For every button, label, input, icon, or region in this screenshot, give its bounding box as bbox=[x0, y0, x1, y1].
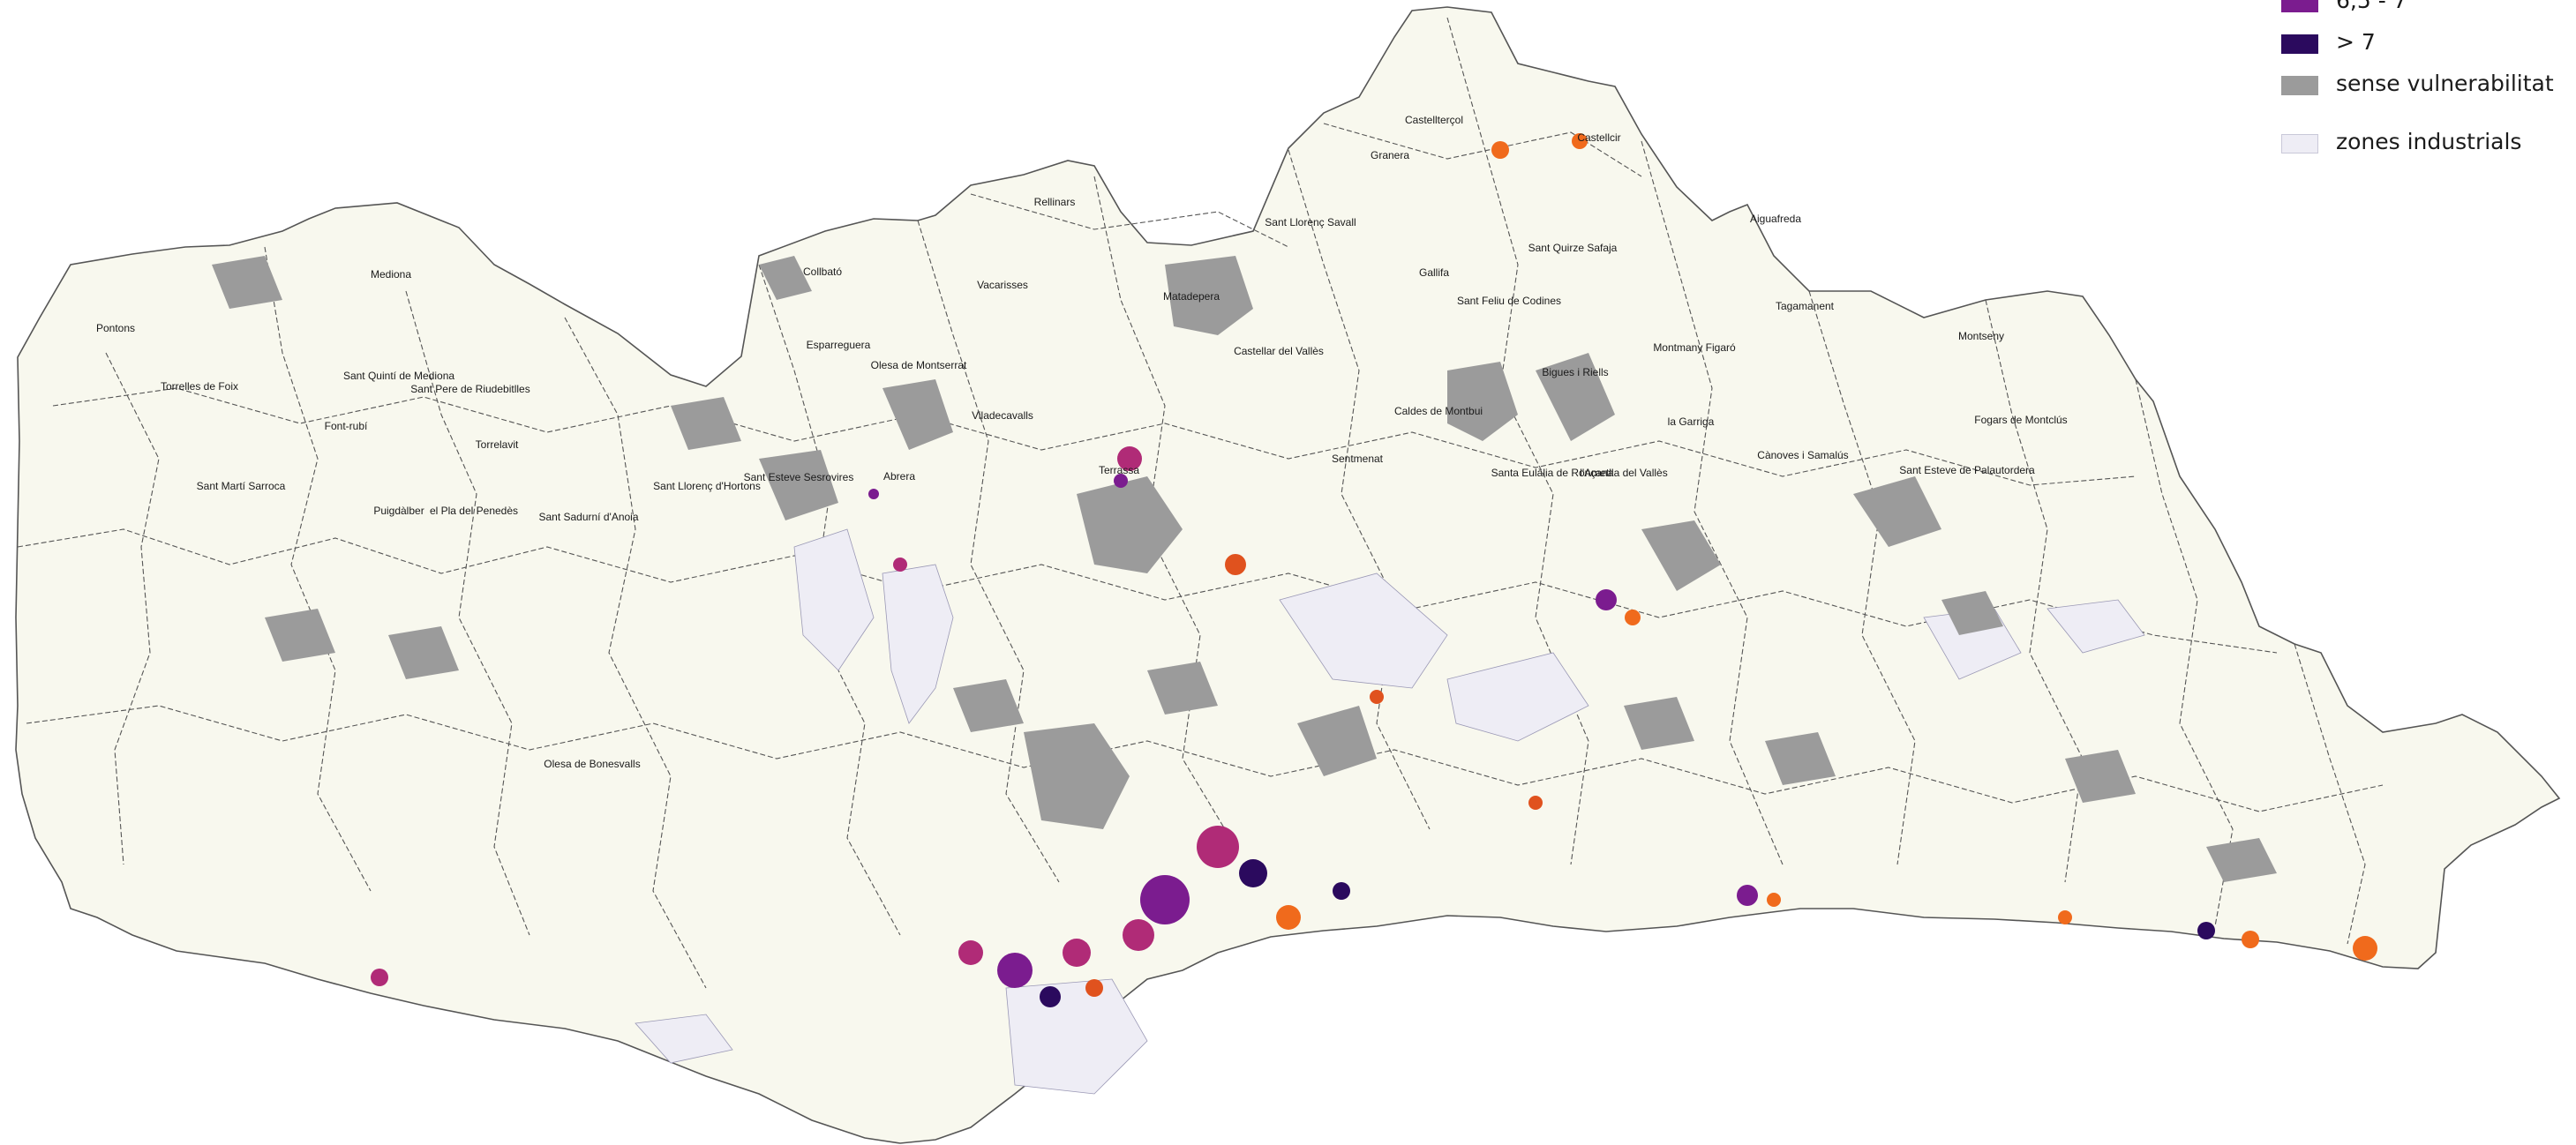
municipality-label: Vacarisses bbox=[977, 279, 1028, 291]
legend-label: > 7 bbox=[2336, 29, 2376, 55]
municipality-label: Collbató bbox=[803, 266, 842, 278]
municipality-label: Santa Eulàlia de Ronçana bbox=[1491, 467, 1614, 479]
municipality-label: Gallifa bbox=[1419, 266, 1449, 279]
municipality-label: Olesa de Bonesvalls bbox=[544, 758, 640, 770]
municipality-label: Pontons bbox=[96, 322, 135, 334]
legend-swatch bbox=[2281, 76, 2318, 95]
region-landmass bbox=[15, 6, 2561, 1144]
municipality-label: Caldes de Montbui bbox=[1394, 405, 1483, 417]
municipality-label: Sant Esteve de Palautordera bbox=[1899, 464, 2035, 476]
urban-areas-not-vulnerable bbox=[212, 256, 2277, 882]
municipality-label: Cànoves i Samalús bbox=[1757, 449, 1848, 461]
municipality-label: Font-rubí bbox=[325, 420, 368, 432]
legend-label: zones industrials bbox=[2336, 129, 2522, 154]
municipality-label: Bigues i Riells bbox=[1542, 366, 1608, 378]
municipality-label: Aiguafreda bbox=[1750, 213, 1801, 225]
municipality-label: Sant Quintí de Mediona bbox=[343, 370, 454, 382]
municipality-label: la Garriga bbox=[1668, 415, 1715, 428]
municipality-label: Torrelavit bbox=[476, 438, 519, 451]
municipality-label: Castellcir bbox=[1577, 131, 1620, 144]
legend-swatch bbox=[2281, 134, 2318, 153]
municipality-label: Esparreguera bbox=[807, 339, 871, 351]
municipality-label: Montmany Figaró bbox=[1653, 341, 1736, 354]
legend-label: sense vulnerabilitat bbox=[2336, 71, 2554, 96]
municipality-label: Sant Martí Sarroca bbox=[197, 480, 286, 492]
municipality-label: Abrera bbox=[883, 470, 915, 483]
industrial-zones bbox=[635, 528, 2145, 1095]
municipality-label: Matadepera bbox=[1163, 290, 1220, 303]
municipality-label: Sant Sadurní d'Anoia bbox=[538, 511, 638, 523]
municipality-label: Sant Llorenç Savall bbox=[1265, 216, 1356, 228]
municipality-label: Sant Esteve Sesrovires bbox=[744, 471, 854, 483]
municipality-label: Granera bbox=[1371, 149, 1409, 161]
municipality-label: Sentmenat bbox=[1332, 453, 1384, 465]
municipality-labels: Castellterçol Castellcir Granera Rellina… bbox=[96, 114, 2068, 770]
municipality-label: el Pla del Penedès bbox=[430, 505, 518, 517]
municipality-label: Viladecavalls bbox=[972, 409, 1033, 422]
municipality-label: Terrassa bbox=[1099, 464, 1139, 476]
municipality-label: Sant Pere de Riudebitlles bbox=[410, 383, 529, 395]
municipality-label: Montseny bbox=[1958, 330, 2004, 342]
legend-swatch bbox=[2281, 0, 2318, 12]
municipality-label: Mediona bbox=[371, 268, 411, 281]
municipality-label: Puigdàlber bbox=[373, 505, 424, 517]
municipality-label: Sant Llorenç d'Hortons bbox=[653, 480, 761, 492]
municipality-label: Sant Quirze Safaja bbox=[1528, 242, 1618, 254]
municipality-label: Sant Feliu de Codines bbox=[1457, 295, 1561, 307]
municipality-label: Rellinars bbox=[1034, 196, 1076, 208]
map-legend: 6,5 - 7 > 7 sense vulnerabilitat zones i… bbox=[2281, 0, 2572, 164]
municipality-label: Fogars de Montclús bbox=[1974, 414, 2067, 426]
legend-label: 6,5 - 7 bbox=[2336, 0, 2407, 13]
municipality-label: Tagamanent bbox=[1776, 300, 1835, 312]
municipality-label: l'Ametlla del Vallès bbox=[1580, 467, 1667, 479]
municipality-label: Olesa de Montserrat bbox=[871, 359, 967, 371]
municipality-label: Castellterçol bbox=[1405, 114, 1463, 126]
municipality-label: Torrelles de Foix bbox=[161, 380, 238, 393]
municipality-label: Castellar del Vallès bbox=[1234, 345, 1324, 357]
legend-swatch bbox=[2281, 34, 2318, 54]
vulnerability-areas bbox=[371, 133, 2377, 1007]
